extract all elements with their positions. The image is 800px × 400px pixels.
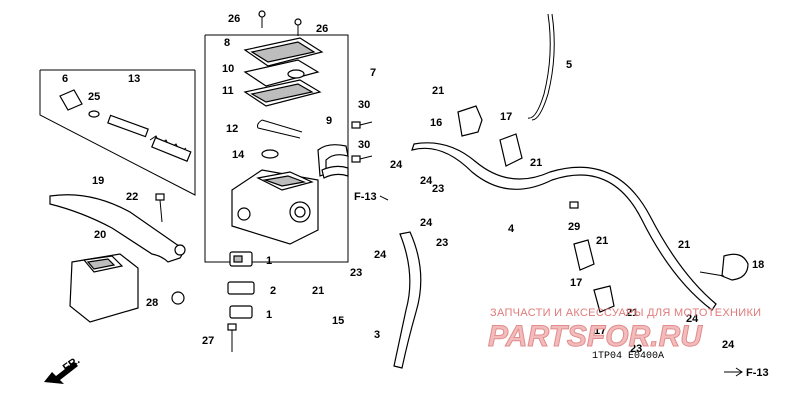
lever-cover-20 [69,253,139,323]
washer-14 [261,149,279,159]
label-13: 13 [128,73,140,85]
label-11: 11 [222,85,234,97]
label-2: 2 [270,285,276,297]
switch-1b [229,305,253,319]
label-27: 27 [202,335,214,347]
bracket-17c [593,285,615,313]
bolt-30b [351,155,373,163]
piston-set-13 [107,114,192,162]
label-21f: 21 [678,239,690,251]
bracket-17b [573,239,595,271]
label-26b: 26 [316,23,328,35]
front-arrow-icon: FR. [44,354,82,384]
label-1a: 1 [266,255,272,267]
master-cylinder-body [231,169,319,245]
label-26a: 26 [228,13,240,25]
label-21b: 21 [432,85,444,97]
label-5: 5 [566,59,572,71]
label-14: 14 [232,149,245,161]
label-15: 15 [332,315,344,327]
lever-19 [49,194,186,263]
label-30b: 30 [358,139,370,151]
label-21d: 21 [596,235,608,247]
brake-pipe-5 [527,13,555,121]
label-1b: 1 [266,309,272,321]
group-frame-13 [39,70,196,196]
brake-hose-3 [393,231,422,369]
label-24e: 24 [686,313,699,325]
bolt-29 [569,201,579,209]
watermark-tagline: ЗАПЧАСТИ И АКСЕССУАРЫ ДЛЯ МОТОТЕХНИКИ [490,307,761,319]
label-23d: 23 [630,343,642,355]
bracket-17a [499,133,523,167]
diaphragm-11 [243,79,322,107]
label-16: 16 [430,117,442,129]
label-17c: 17 [594,325,606,337]
label-28: 28 [146,297,158,309]
label-6: 6 [62,73,68,85]
screw-26a [258,10,266,28]
watermark-logo: PARTSFOR.RU [488,320,703,353]
nut-28 [171,291,185,305]
label-21a: 21 [312,285,324,297]
label-7: 7 [370,67,376,79]
label-23c: 23 [350,267,362,279]
label-8: 8 [224,37,230,49]
circlip-25 [88,110,100,118]
switch-1a [229,251,253,267]
ref-f13-top: F-13 [354,191,377,203]
label-18: 18 [752,259,764,271]
pivot-bolt-22 [155,193,165,223]
pin-12 [257,119,303,139]
guide-18 [699,253,749,281]
bolt-27 [227,323,237,352]
label-4: 4 [508,223,515,235]
label-21e: 21 [626,307,638,319]
label-24b: 24 [420,175,433,187]
label-29: 29 [568,221,580,233]
label-3: 3 [374,329,380,341]
label-25: 25 [88,91,100,103]
label-24a: 24 [390,159,403,171]
ref-f13-bottom: F-13 [746,367,769,379]
label-24f: 24 [722,339,735,351]
label-24c: 24 [420,217,433,229]
group-frame-7 [204,34,349,263]
bolt-30a [351,121,373,129]
label-22: 22 [126,191,138,203]
label-9: 9 [326,115,332,127]
label-23a: 23 [432,183,444,195]
holder-9 [317,144,349,179]
label-17a: 17 [500,111,512,123]
label-19: 19 [92,175,104,187]
diaphragm-plate-10 [243,59,320,87]
label-21c: 21 [530,157,542,169]
label-10: 10 [222,63,234,75]
ref-arrow-top [379,195,389,201]
brake-hose-4 [411,142,717,311]
label-30a: 30 [358,99,370,111]
clamp-16 [457,105,483,137]
screw-26b [294,18,302,36]
holder-2 [227,281,255,295]
label-17b: 17 [570,277,582,289]
reservoir-cap-8 [243,37,324,67]
boot-6 [59,89,83,111]
label-20: 20 [94,229,106,241]
diagram-code: 1TP04 E0400A [592,351,664,362]
label-23b: 23 [436,237,448,249]
label-12: 12 [226,123,238,135]
ref-arrow-bottom [724,367,743,377]
label-24d: 24 [374,249,387,261]
